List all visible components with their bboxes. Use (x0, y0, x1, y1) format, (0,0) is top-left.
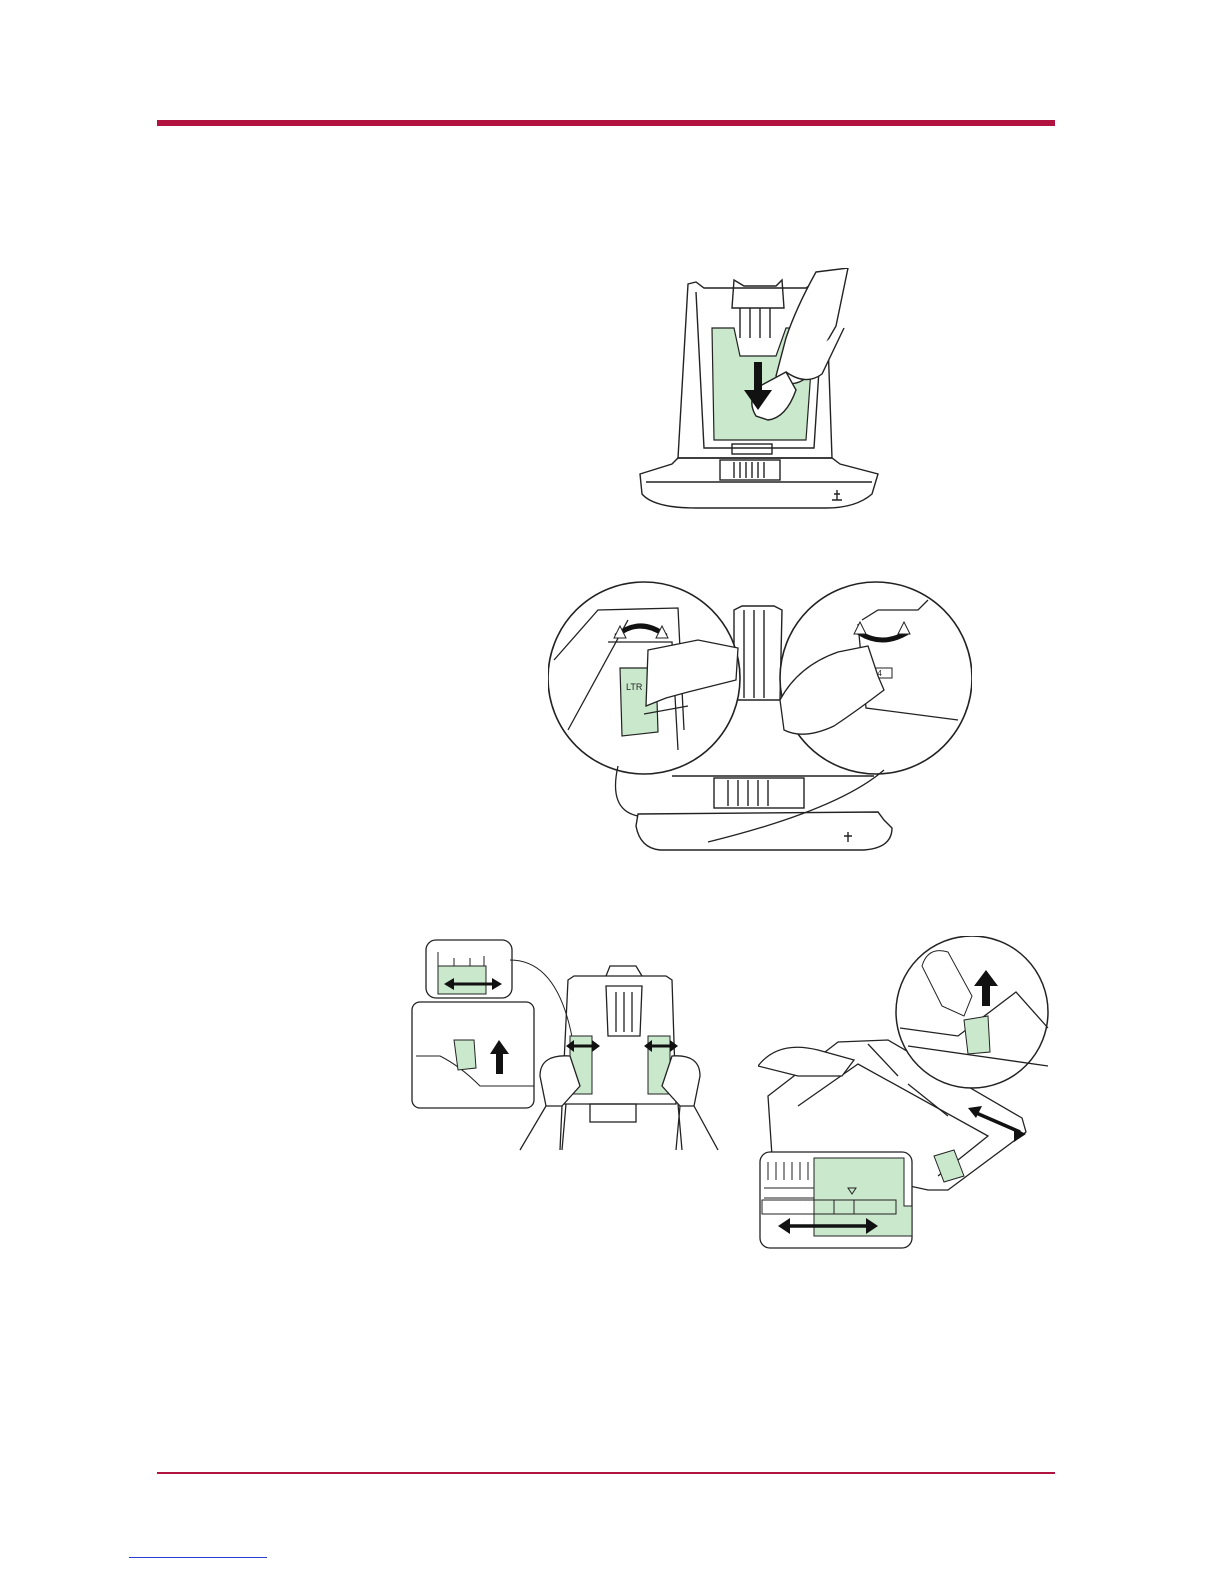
footer-link-underline[interactable] (129, 1557, 267, 1558)
figure-press-bottom-plate (636, 268, 884, 514)
hand-icon (520, 1056, 718, 1150)
figure-set-size-dial: LTR A4 (548, 580, 972, 852)
footer-rule (157, 1472, 1055, 1474)
width-guides-illustration (410, 936, 722, 1152)
cassette-illustration (636, 268, 884, 514)
figure-adjust-width-guides (410, 936, 722, 1152)
figure-adjust-length-guide (758, 936, 1058, 1250)
hand-icon (758, 1047, 854, 1076)
double-arrow-icon (968, 1106, 1026, 1142)
ltr-label: LTR (626, 682, 643, 692)
length-guide-illustration (758, 936, 1058, 1250)
header-rule (157, 120, 1055, 126)
magnifier-callout-icon: LTR (548, 582, 740, 774)
size-dial-illustration: LTR A4 (548, 580, 972, 852)
